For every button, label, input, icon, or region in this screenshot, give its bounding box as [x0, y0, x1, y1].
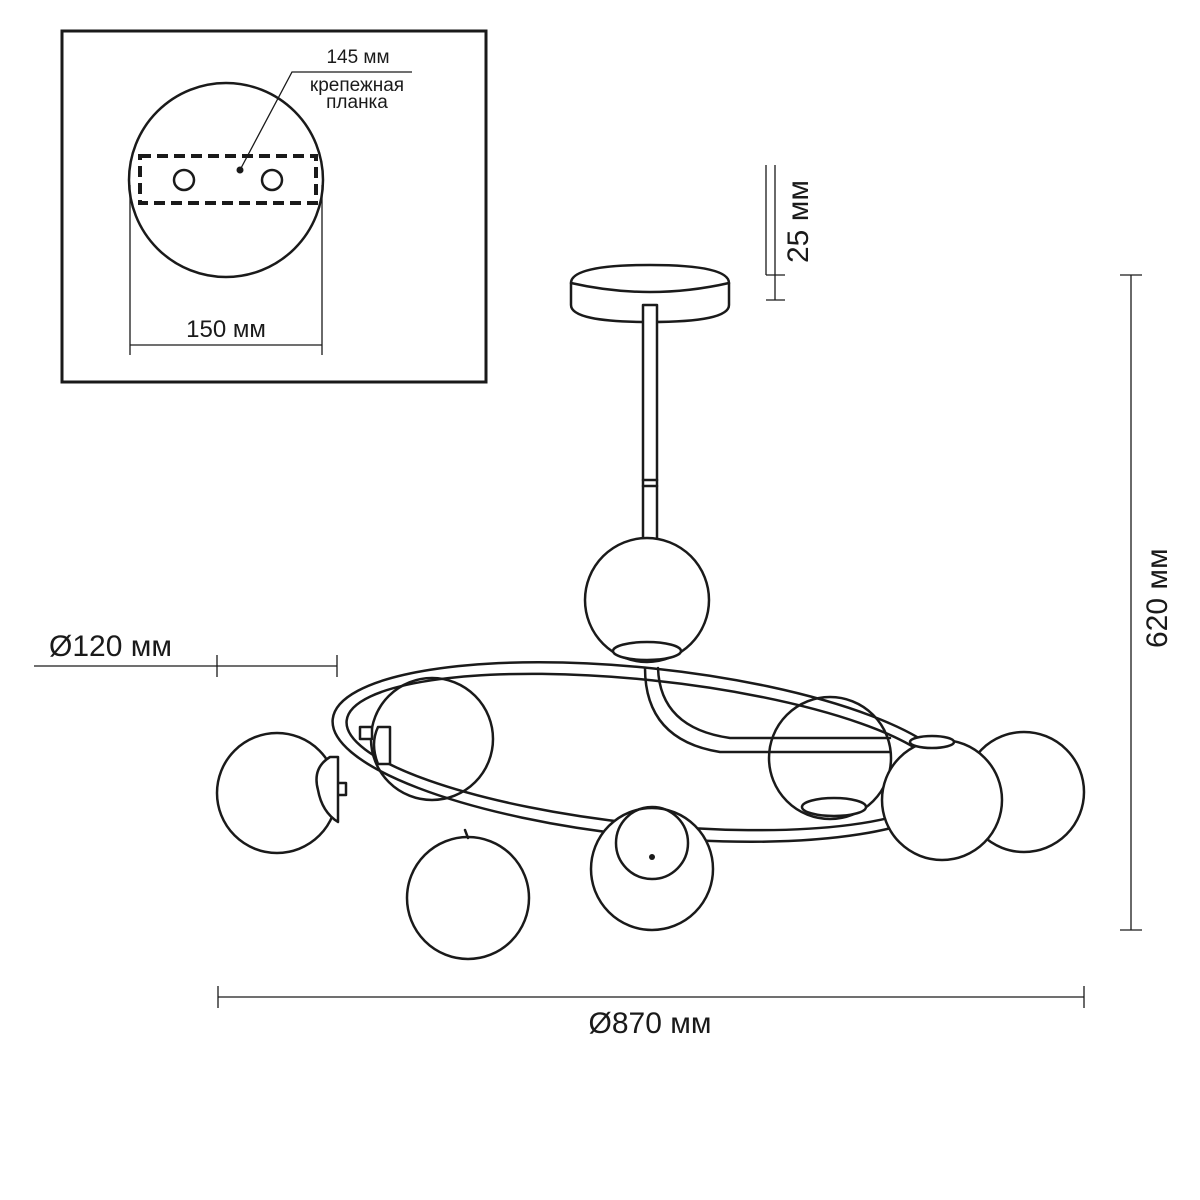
canopy-rim — [569, 281, 731, 294]
shade-top — [583, 536, 711, 664]
canopy-and-rod — [569, 263, 731, 552]
bracket-label-line1: крепежная — [310, 75, 404, 96]
canopy — [569, 263, 731, 324]
shade-right-front-cap — [908, 734, 956, 750]
canopy-height-label: 25 мм — [782, 180, 815, 263]
front-shades — [215, 725, 1004, 961]
shade-far-left-cap — [315, 755, 340, 824]
screw-hole-right — [260, 168, 284, 192]
screw-hole-left — [172, 168, 196, 192]
base-diameter-label: 150 мм — [186, 316, 266, 343]
bracket-label-line2: планка — [326, 92, 388, 113]
shade-bottom-center-inner — [614, 805, 690, 881]
plate-width-label: 145 мм — [326, 47, 389, 68]
inset-frame — [60, 29, 488, 384]
total-height-label: 620 мм — [1141, 548, 1174, 648]
shade-bottom-center — [589, 806, 715, 932]
base-plate-circle — [127, 81, 325, 279]
shade-right-front — [880, 738, 1004, 862]
shade-left-inner-cap — [372, 725, 392, 766]
shade-bottom-left-stem — [463, 828, 470, 840]
shade-diameter-label: Ø120 мм — [49, 630, 172, 663]
shade-bottom-center-dot — [649, 854, 655, 860]
total-diameter-label: Ø870 мм — [589, 1007, 712, 1040]
mounting-bracket-dashed — [138, 154, 318, 205]
socket-left — [358, 725, 374, 741]
shade-back-right — [767, 695, 893, 821]
ring-arm-inner — [656, 666, 892, 740]
ring-arm-outer — [643, 666, 892, 754]
top-shade-group — [583, 536, 711, 664]
shade-top-cap — [611, 640, 683, 662]
shade-back-right-cap — [800, 796, 868, 818]
dimension-lines: 25 мм 620 мм Ø120 мм Ø870 мм — [34, 165, 1174, 1040]
suspension-rod — [641, 303, 659, 552]
mounting-plate-inset: 145 мм крепежная планка 150 мм — [60, 29, 488, 384]
bracket-leader-line — [239, 71, 412, 171]
shade-bottom-left — [405, 835, 531, 961]
